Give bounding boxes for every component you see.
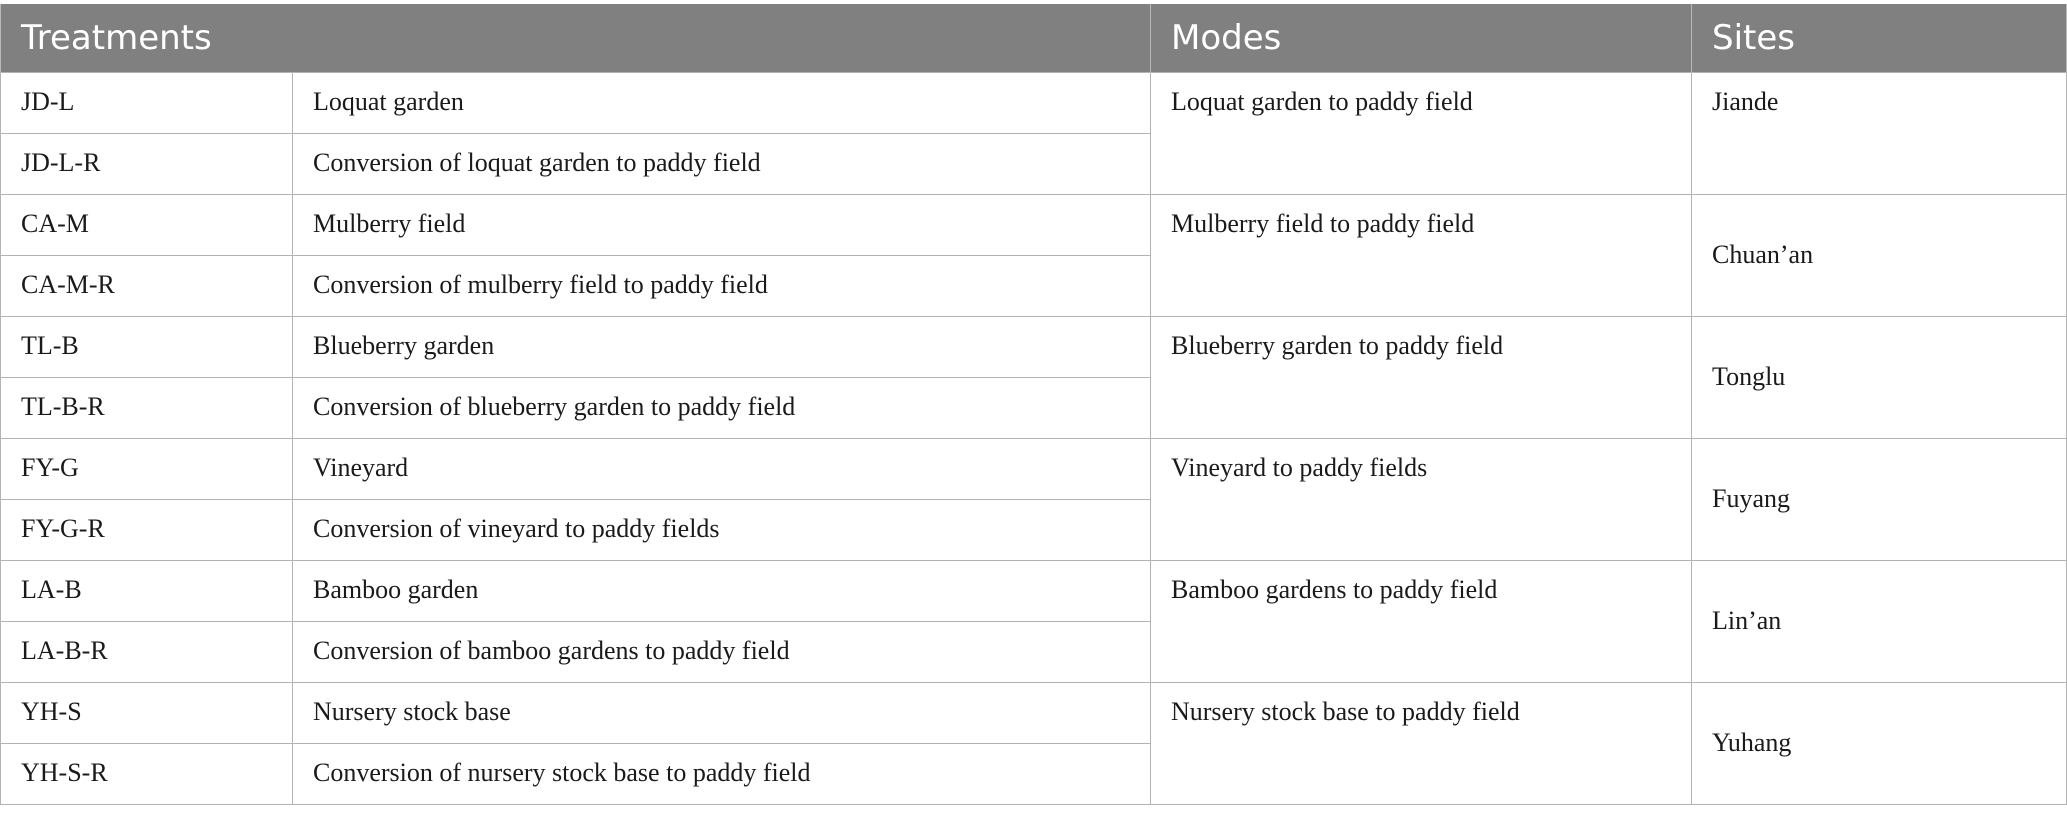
header-treatments: Treatments bbox=[0, 4, 1151, 72]
table-row: FY-G-R Conversion of vineyard to paddy f… bbox=[0, 498, 2067, 561]
treatment-description: Nursery stock base bbox=[292, 681, 1151, 744]
mode-cell: Nursery stock base to paddy field bbox=[1150, 681, 1692, 805]
mode-cell: Loquat garden to paddy field bbox=[1150, 71, 1692, 195]
treatment-description: Mulberry field bbox=[292, 193, 1151, 256]
treatment-code: LA-B-R bbox=[0, 620, 293, 683]
table-row: FY-G Vineyard Vineyard to paddy fields F… bbox=[0, 437, 2067, 561]
treatment-code: TL-B bbox=[0, 315, 293, 378]
treatment-code: FY-G bbox=[0, 437, 293, 500]
table-row: TL-B-R Conversion of blueberry garden to… bbox=[0, 376, 2067, 439]
site-cell: Tonglu bbox=[1691, 315, 2067, 439]
treatment-code: YH-S bbox=[0, 681, 293, 744]
table-row: JD-L-R Conversion of loquat garden to pa… bbox=[0, 132, 2067, 195]
site-cell: Yuhang bbox=[1691, 681, 2067, 805]
header-sites: Sites bbox=[1691, 4, 2067, 72]
treatment-code: TL-B-R bbox=[0, 376, 293, 439]
treatment-description: Conversion of mulberry field to paddy fi… bbox=[292, 254, 1151, 317]
table-row: JD-L Loquat garden Loquat garden to padd… bbox=[0, 71, 2067, 195]
header-modes: Modes bbox=[1150, 4, 1692, 72]
site-cell: Jiande bbox=[1691, 71, 2067, 195]
treatment-code: FY-G-R bbox=[0, 498, 293, 561]
treatment-description: Conversion of bamboo gardens to paddy fi… bbox=[292, 620, 1151, 683]
treatment-code: YH-S-R bbox=[0, 742, 293, 805]
treatment-description: Bamboo garden bbox=[292, 559, 1151, 622]
table-row: YH-S-R Conversion of nursery stock base … bbox=[0, 742, 2067, 805]
treatment-code: CA-M bbox=[0, 193, 293, 256]
treatment-description: Conversion of nursery stock base to padd… bbox=[292, 742, 1151, 805]
mode-cell: Bamboo gardens to paddy field bbox=[1150, 559, 1692, 683]
treatment-description: Conversion of loquat garden to paddy fie… bbox=[292, 132, 1151, 195]
table-row: TL-B Blueberry garden Blueberry garden t… bbox=[0, 315, 2067, 439]
treatment-description: Conversion of vineyard to paddy fields bbox=[292, 498, 1151, 561]
site-cell: Chuan’an bbox=[1691, 193, 2067, 317]
table-row: LA-B-R Conversion of bamboo gardens to p… bbox=[0, 620, 2067, 683]
table-row: CA-M Mulberry field Mulberry field to pa… bbox=[0, 193, 2067, 317]
treatment-code: LA-B bbox=[0, 559, 293, 622]
mode-cell: Mulberry field to paddy field bbox=[1150, 193, 1692, 317]
table-wrapper: Treatments Modes Sites JD-L Loquat garde… bbox=[0, 4, 2067, 805]
mode-cell: Blueberry garden to paddy field bbox=[1150, 315, 1692, 439]
table-row: LA-B Bamboo garden Bamboo gardens to pad… bbox=[0, 559, 2067, 683]
table-body: JD-L Loquat garden Loquat garden to padd… bbox=[0, 71, 2067, 805]
site-cell: Fuyang bbox=[1691, 437, 2067, 561]
treatment-code: CA-M-R bbox=[0, 254, 293, 317]
treatment-description: Loquat garden bbox=[292, 71, 1151, 134]
mode-cell: Vineyard to paddy fields bbox=[1150, 437, 1692, 561]
treatment-description: Conversion of blueberry garden to paddy … bbox=[292, 376, 1151, 439]
treatment-code: JD-L-R bbox=[0, 132, 293, 195]
table-row: YH-S Nursery stock base Nursery stock ba… bbox=[0, 681, 2067, 805]
treatment-description: Vineyard bbox=[292, 437, 1151, 500]
table-header: Treatments Modes Sites bbox=[0, 4, 2067, 72]
header-row: Treatments Modes Sites bbox=[0, 4, 2067, 72]
treatment-description: Blueberry garden bbox=[292, 315, 1151, 378]
site-cell: Lin’an bbox=[1691, 559, 2067, 683]
treatment-code: JD-L bbox=[0, 71, 293, 134]
treatments-table: Treatments Modes Sites JD-L Loquat garde… bbox=[0, 4, 2067, 805]
